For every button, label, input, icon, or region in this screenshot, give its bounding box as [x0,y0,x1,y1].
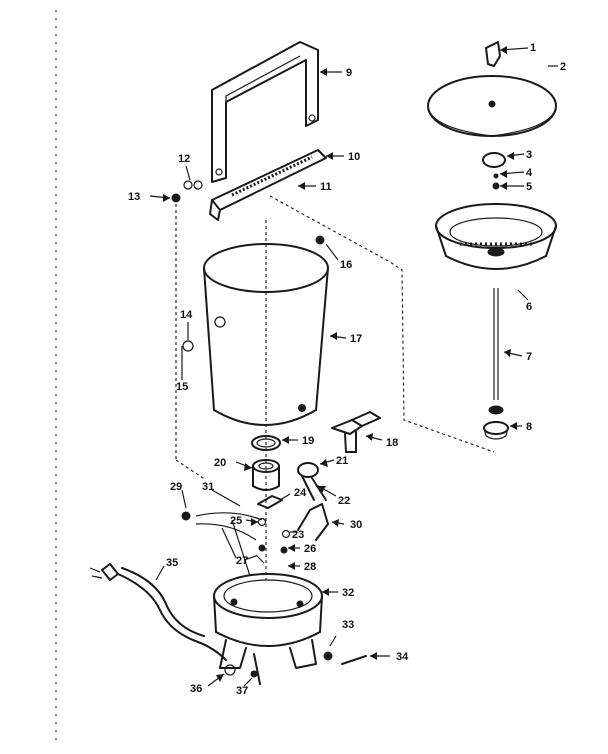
callout-13: 13 [128,191,140,203]
assembly-guide-lines [175,195,495,580]
callout-leaders [149,46,558,687]
callout-34: 34 [396,651,409,663]
foot-33-34 [323,651,367,665]
callout-23: 23 [292,529,304,541]
callout-4: 4 [526,167,533,179]
power-cord-part [89,563,227,661]
handle-part [211,41,319,183]
callout-35: 35 [166,557,178,569]
thermostat-part [297,462,327,501]
electrical-small-parts [255,495,329,564]
handle-grip-part [209,149,327,221]
callout-1: 1 [530,42,536,54]
callout-6: 6 [526,301,532,313]
nut-20-part [252,459,280,491]
callout-11: 11 [320,181,332,193]
wire-harness-part [181,511,263,577]
cover-knob-part [485,41,501,67]
callout-16: 16 [340,259,352,271]
foot-36-37 [224,664,258,678]
callout-labels: 1 2 3 4 5 6 7 8 9 10 11 12 13 14 15 16 1… [128,42,566,697]
callout-10: 10 [348,151,360,163]
cover-hardware-3-5 [482,152,506,190]
callout-22: 22 [338,495,350,507]
base-part [213,573,323,685]
callout-31: 31 [202,481,214,493]
callout-17: 17 [350,333,362,345]
callout-33: 33 [342,619,354,631]
callout-3: 3 [526,149,532,161]
faucet-part [331,411,381,453]
callout-26: 26 [304,543,316,555]
screw-14-15 [181,340,194,366]
callout-7: 7 [526,351,532,363]
callout-15: 15 [176,381,188,393]
callout-32: 32 [342,587,354,599]
callout-36: 36 [190,683,202,695]
callout-29: 29 [170,481,182,493]
callout-37: 37 [236,685,248,697]
callout-14: 14 [180,309,193,321]
callout-8: 8 [526,421,532,433]
callout-2: 2 [560,61,566,73]
pump-part [483,405,509,440]
callout-24: 24 [294,487,307,499]
stem-part [493,288,499,400]
callout-19: 19 [302,435,314,447]
hardware-12-13 [171,180,203,203]
callout-21: 21 [336,455,348,467]
basket-part [435,203,557,270]
callout-12: 12 [178,153,190,165]
callout-25: 25 [230,515,242,527]
callout-27: 27 [236,555,248,567]
callout-30: 30 [350,519,362,531]
callout-28: 28 [304,561,316,573]
callout-18: 18 [386,437,398,449]
callout-5: 5 [526,181,532,193]
callout-9: 9 [346,67,352,79]
callout-20: 20 [214,457,226,469]
cover-part [427,75,557,137]
